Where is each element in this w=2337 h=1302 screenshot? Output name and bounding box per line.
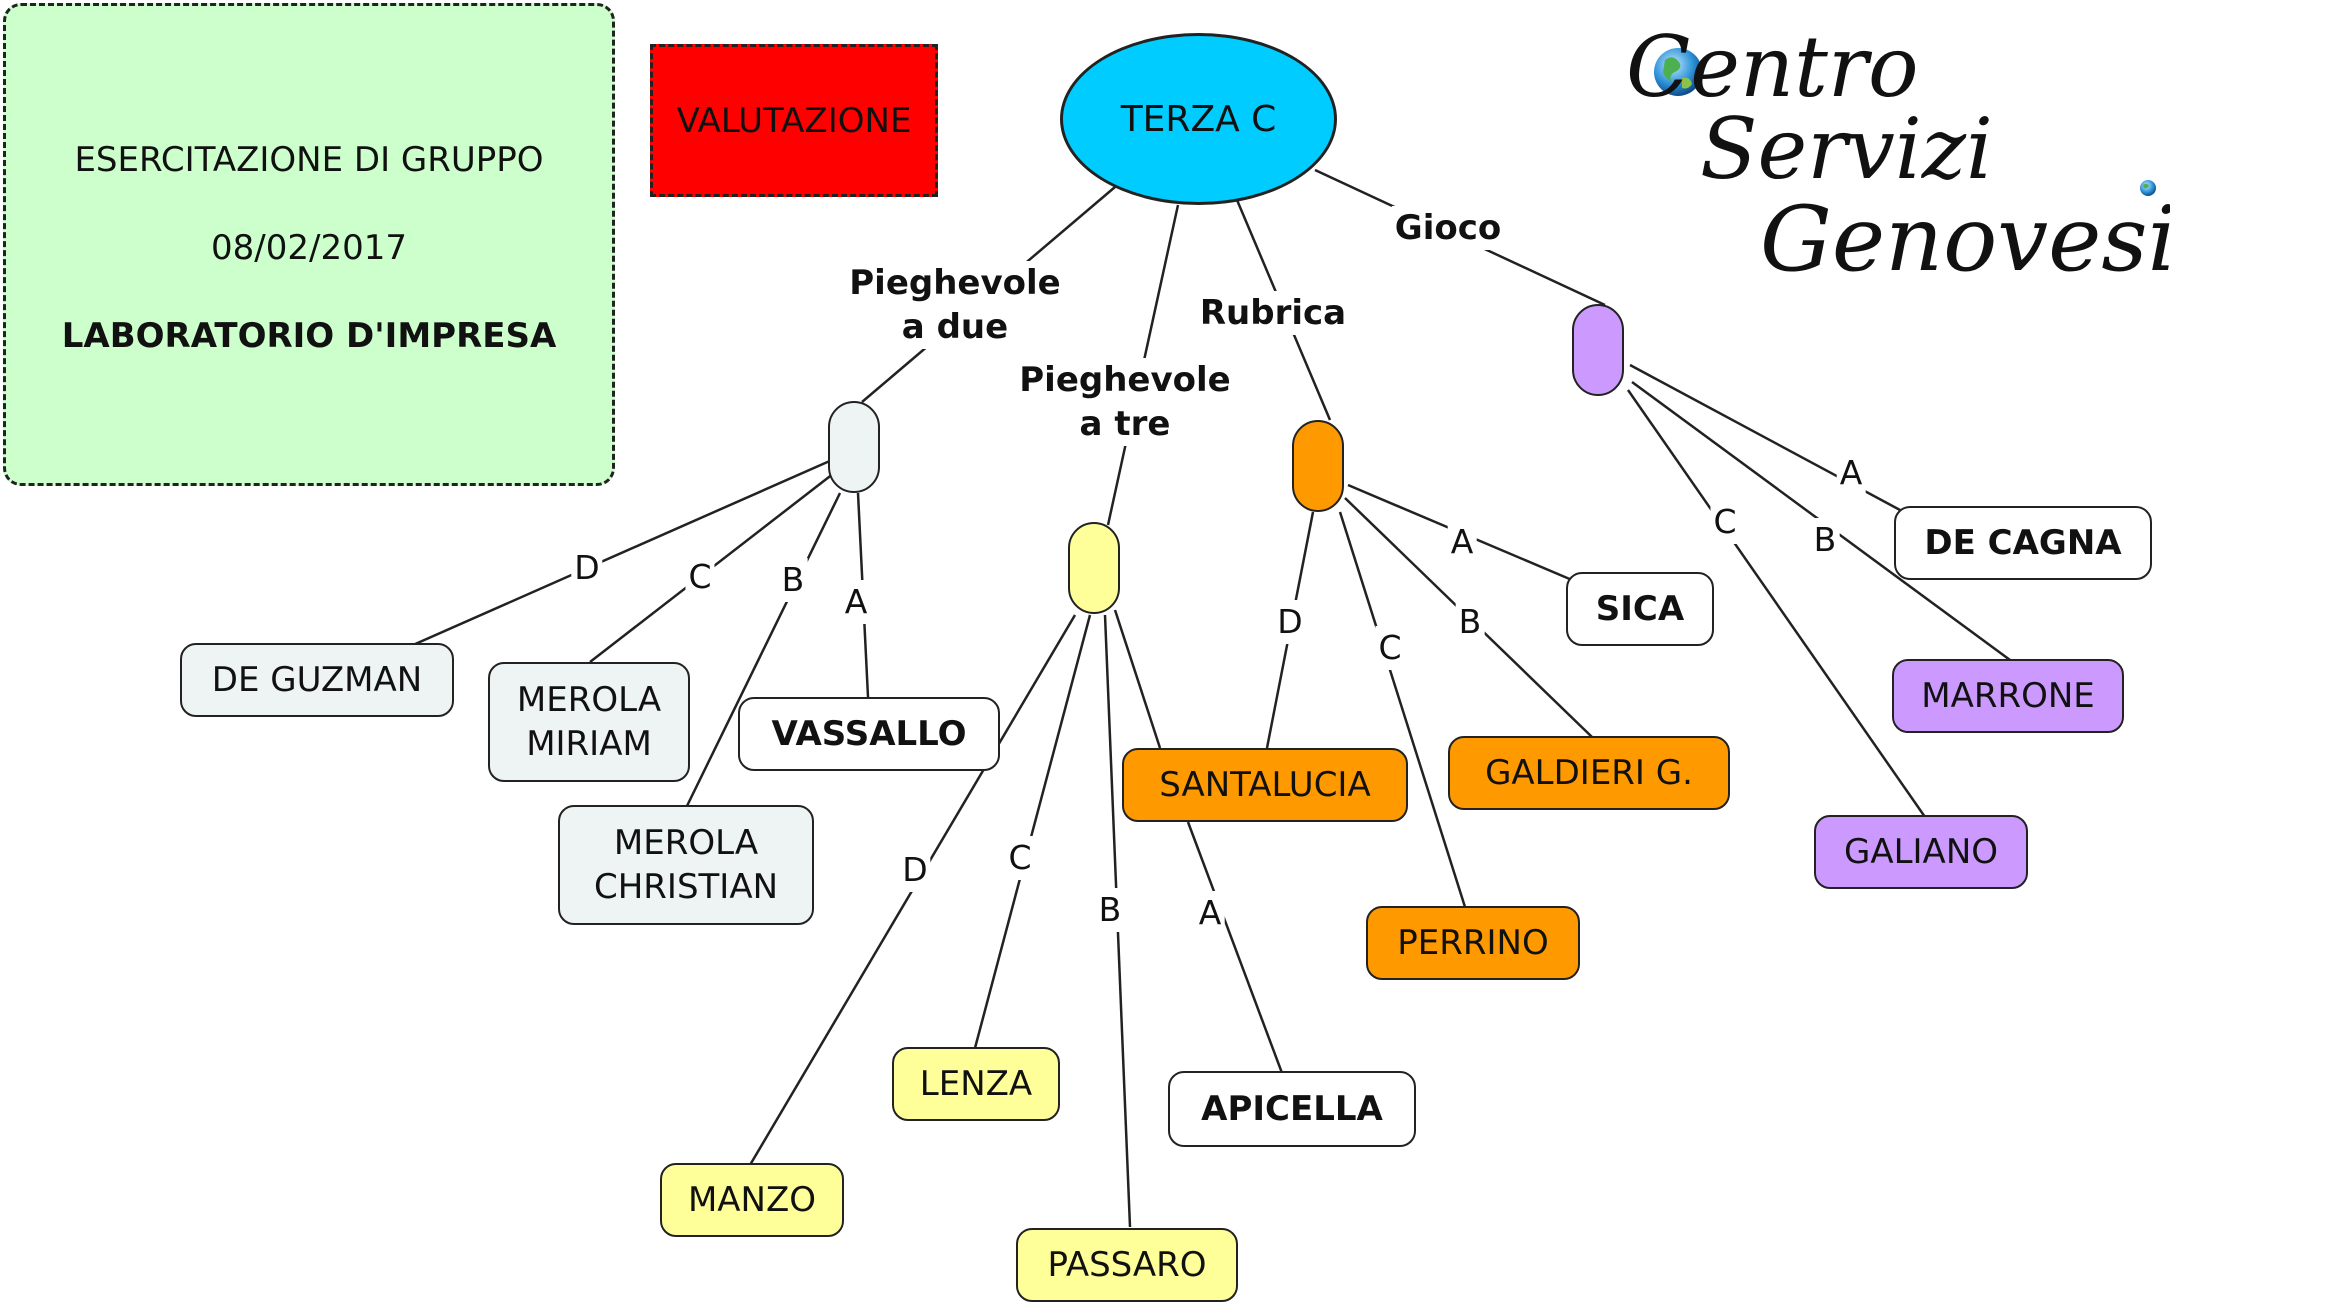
- info-title: ESERCITAZIONE DI GRUPPO: [74, 140, 544, 180]
- link-label-rub-b: B: [1455, 600, 1485, 644]
- link-label-rub-a: A: [1447, 520, 1477, 564]
- node-santalucia: SANTALUCIA: [1122, 748, 1408, 822]
- link-due-b: [684, 492, 842, 809]
- connector-due: [828, 401, 880, 493]
- globe-icon: [1654, 48, 1702, 96]
- logo: Centro Servizi Genovesi: [1626, 18, 2170, 292]
- link-label-gio-c: C: [1710, 500, 1740, 544]
- info-date: 08/02/2017: [211, 228, 407, 268]
- node-perrino: PERRINO: [1366, 906, 1580, 980]
- valutazione-box: VALUTAZIONE: [650, 44, 938, 197]
- info-box: ESERCITAZIONE DI GRUPPO 08/02/2017 LABOR…: [3, 3, 615, 486]
- logo-line1: Centro: [1626, 18, 1919, 116]
- node-de-guzman: DE GUZMAN: [180, 643, 454, 717]
- node-merola-miriam: MEROLA MIRIAM: [488, 662, 690, 782]
- link-label-gio-a: A: [1836, 451, 1866, 495]
- connector-tre: [1068, 522, 1120, 614]
- link-tre-a-2: [1186, 821, 1284, 1074]
- link-label-tre-b: B: [1095, 888, 1125, 932]
- link-gio-c: [1626, 389, 1927, 818]
- link-label-tre-a: A: [1195, 891, 1225, 935]
- link-label-rub-d: D: [1274, 600, 1306, 644]
- root-node: TERZA C: [1060, 33, 1337, 205]
- node-merola-miriam-line1: MEROLA: [516, 680, 662, 720]
- node-sica: SICA: [1566, 572, 1714, 646]
- link-due-d: [412, 458, 833, 647]
- connector-gioco: [1572, 304, 1624, 396]
- node-marrone: MARRONE: [1892, 659, 2124, 733]
- link-label-due-b: B: [778, 558, 808, 602]
- link-label-tre-d: D: [899, 848, 931, 892]
- node-merola-christian-line1: MEROLA: [613, 823, 759, 863]
- info-subtitle: LABORATORIO D'IMPRESA: [61, 316, 557, 356]
- link-tre-a: [1113, 609, 1162, 749]
- connector-rubrica: [1292, 420, 1344, 512]
- node-galiano: GALIANO: [1814, 815, 2028, 889]
- node-manzo: MANZO: [660, 1163, 844, 1237]
- branch-label-rubrica: Rubrica: [1196, 291, 1350, 335]
- branch-label-tre: Pieghevole a tre: [1016, 358, 1234, 446]
- link-label-due-c: C: [685, 555, 715, 599]
- link-label-gio-b: B: [1810, 518, 1840, 562]
- link-label-rub-c: C: [1375, 626, 1405, 670]
- node-vassallo: VASSALLO: [738, 697, 1000, 771]
- node-merola-christian-line2: CHRISTIAN: [593, 867, 779, 907]
- link-rub-c: [1338, 511, 1467, 908]
- node-passaro: PASSARO: [1016, 1228, 1238, 1302]
- link-label-due-a: A: [841, 580, 871, 624]
- small-globe-icon: [2140, 180, 2156, 196]
- branch-label-due: Pieghevole a due: [846, 261, 1064, 349]
- branch-label-tre-line2: a tre: [1079, 404, 1171, 444]
- link-tre-c: [973, 614, 1092, 1049]
- link-label-due-d: D: [571, 546, 603, 590]
- node-apicella: APICELLA: [1168, 1071, 1416, 1147]
- logo-line2: Servizi: [1700, 100, 1993, 198]
- logo-line3: Genovesi: [1760, 187, 2170, 292]
- branch-label-due-line2: a due: [901, 307, 1009, 347]
- branch-label-due-line1: Pieghevole: [849, 263, 1061, 303]
- node-lenza: LENZA: [892, 1047, 1060, 1121]
- node-merola-christian: MEROLA CHRISTIAN: [558, 805, 814, 925]
- branch-label-tre-line1: Pieghevole: [1019, 360, 1231, 400]
- node-de-cagna: DE CAGNA: [1894, 506, 2152, 580]
- branch-label-gioco: Gioco: [1391, 206, 1505, 250]
- link-label-tre-c: C: [1005, 836, 1035, 880]
- node-merola-miriam-line2: MIRIAM: [526, 724, 652, 764]
- node-galdieri: GALDIERI G.: [1448, 736, 1730, 810]
